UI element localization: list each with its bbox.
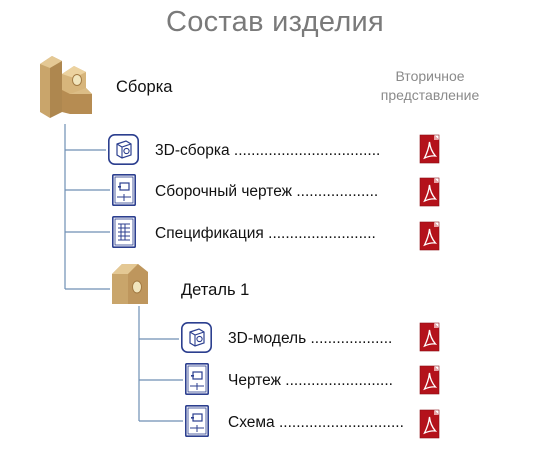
- leader-dots: ...................: [310, 330, 393, 347]
- pdf-icon[interactable]: [419, 365, 440, 395]
- part-doc-row[interactable]: 3D-модель ...................: [228, 330, 392, 348]
- pdf-icon[interactable]: [419, 177, 440, 207]
- secondary-header-line-1: Вторичное: [395, 68, 465, 84]
- scheme-doc-icon: [186, 406, 208, 436]
- leader-dots: .........................: [268, 225, 376, 242]
- assembly-doc-row[interactable]: 3D-сборка ..............................…: [155, 142, 380, 160]
- assembly-doc-row[interactable]: Спецификация .........................: [155, 225, 376, 243]
- leader-dots: .............................: [278, 414, 404, 431]
- pdf-icon[interactable]: [419, 322, 440, 352]
- assembly-doc-row[interactable]: Сборочный чертеж ...................: [155, 183, 378, 201]
- doc-label: Чертеж: [228, 372, 281, 389]
- leader-dots: ...................: [296, 183, 379, 200]
- part-3d-icon: [111, 263, 149, 305]
- 3d-model-doc-icon: [181, 321, 212, 354]
- diagram-title: Состав изделия: [165, 6, 385, 38]
- drawing-doc-icon: [186, 364, 208, 394]
- leader-dots: .........................: [285, 372, 393, 389]
- pdf-icon[interactable]: [419, 409, 440, 439]
- leader-dots: ..................................: [233, 142, 381, 159]
- part-doc-row[interactable]: Схема .............................: [228, 414, 404, 432]
- specification-doc-icon: [113, 217, 135, 247]
- part-label: Деталь 1: [181, 281, 250, 299]
- pdf-icon[interactable]: [419, 221, 440, 251]
- pdf-icon[interactable]: [419, 134, 440, 164]
- assembly-3d-icon: [39, 55, 93, 119]
- secondary-representation-header: Вторичное представление: [362, 67, 498, 105]
- tree-connector-lines: [64, 124, 183, 422]
- doc-label: Сборочный чертеж: [155, 183, 293, 200]
- doc-label: 3D-модель: [228, 330, 307, 347]
- 3d-assembly-doc-icon: [108, 134, 139, 165]
- doc-label: 3D-сборка: [155, 142, 230, 159]
- secondary-header-line-2: представление: [380, 87, 480, 103]
- drawing-doc-icon: [113, 175, 135, 205]
- part-doc-row[interactable]: Чертеж .........................: [228, 372, 393, 390]
- assembly-label: Сборка: [116, 78, 173, 96]
- doc-label: Схема: [228, 414, 275, 431]
- doc-label: Спецификация: [155, 225, 264, 242]
